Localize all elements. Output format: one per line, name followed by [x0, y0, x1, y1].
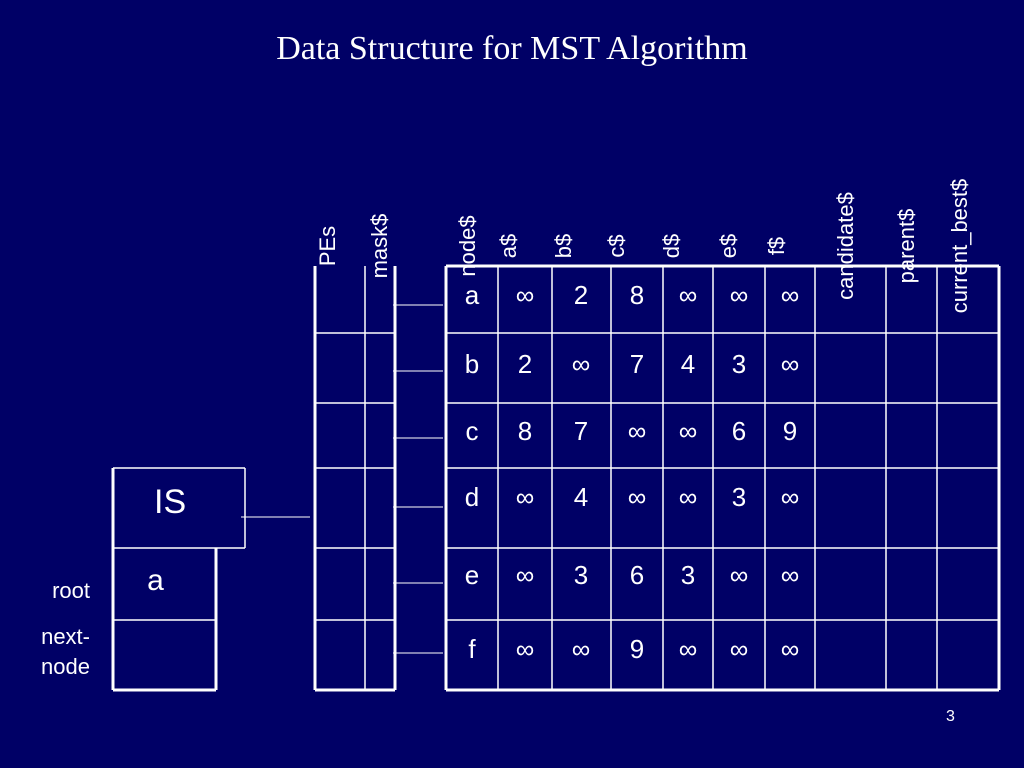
main-table: [444, 264, 1001, 692]
distance-cell: 3: [731, 349, 747, 379]
distance-cell: ∞: [780, 560, 800, 590]
distance-cell: ∞: [571, 634, 591, 664]
distance-cell: ∞: [515, 634, 535, 664]
pes-mask-table: [313, 266, 397, 692]
distance-cell: 3: [731, 482, 747, 512]
connector-lines: [241, 304, 443, 654]
node-cell: b: [464, 349, 480, 379]
node-cell: e: [464, 560, 480, 590]
distance-cell: ∞: [729, 634, 749, 664]
distance-cell: ∞: [678, 280, 698, 310]
distance-cell: ∞: [678, 634, 698, 664]
distance-cell: ∞: [627, 482, 647, 512]
distance-cell: 3: [680, 560, 696, 590]
node-cell: d: [464, 482, 480, 512]
distance-cell: ∞: [780, 280, 800, 310]
distance-cell: 8: [517, 416, 533, 446]
distance-cell: 8: [629, 280, 645, 310]
distance-cell: 7: [573, 416, 589, 446]
root-value: a: [147, 564, 164, 597]
node-cell: f: [468, 634, 476, 664]
distance-cell: ∞: [729, 560, 749, 590]
distance-cell: ∞: [780, 482, 800, 512]
distance-cell: ∞: [780, 349, 800, 379]
distance-cell: ∞: [729, 280, 749, 310]
distance-cell: 9: [629, 634, 645, 664]
is-label: IS: [154, 483, 187, 521]
next-node-label: next- node: [41, 624, 90, 679]
distance-cell: ∞: [515, 560, 535, 590]
node-cell: c: [465, 416, 479, 446]
distance-cell: ∞: [780, 634, 800, 664]
is-box: [111, 467, 246, 692]
distance-cell: ∞: [571, 349, 591, 379]
distance-cell: 7: [629, 349, 645, 379]
node-cell: a: [464, 280, 480, 310]
distance-cell: ∞: [678, 482, 698, 512]
distance-cell: 3: [573, 560, 589, 590]
root-label: root: [52, 578, 90, 603]
distance-cell: 2: [517, 349, 533, 379]
distance-cell: 9: [782, 416, 798, 446]
distance-cell: ∞: [678, 416, 698, 446]
distance-cell: ∞: [515, 280, 535, 310]
distance-cell: 4: [680, 349, 696, 379]
distance-cell: ∞: [627, 416, 647, 446]
distance-cell: 2: [573, 280, 589, 310]
distance-cell: 4: [573, 482, 589, 512]
slide-title: Data Structure for MST Algorithm: [276, 30, 748, 67]
distance-cell: 6: [731, 416, 747, 446]
page-number: 3: [946, 708, 955, 725]
distance-cell: ∞: [515, 482, 535, 512]
distance-cell: 6: [629, 560, 645, 590]
